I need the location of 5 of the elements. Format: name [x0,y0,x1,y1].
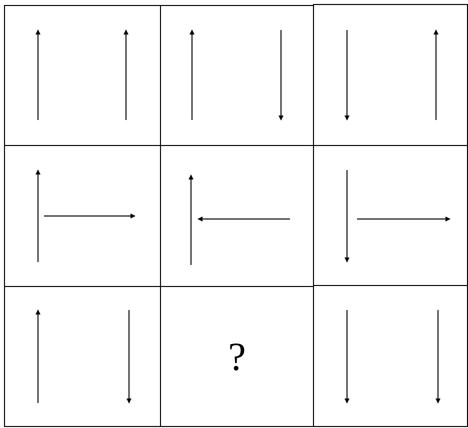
question-mark: ? [228,336,246,376]
grid-cell [313,285,468,427]
grid-cell [4,286,161,427]
grid-cell [313,4,468,146]
grid-cell [4,5,161,146]
